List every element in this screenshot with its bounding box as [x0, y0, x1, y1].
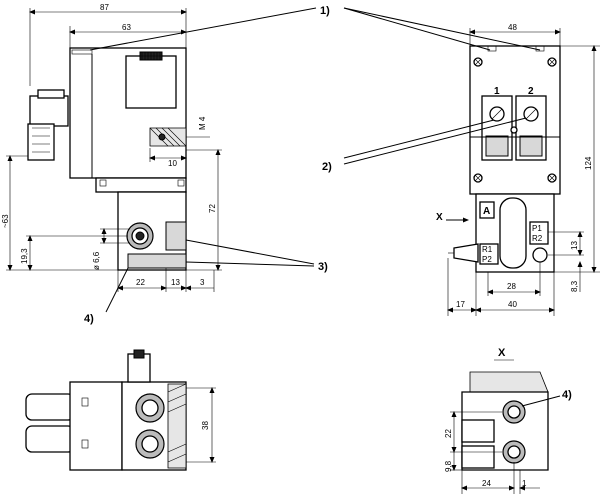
- port-p2-label: P2: [482, 255, 492, 264]
- dim-28: 28: [507, 282, 516, 291]
- dim-17: 17: [456, 300, 465, 309]
- leader-4-front: [105, 267, 129, 313]
- port-r2-label: R2: [532, 234, 543, 243]
- dim-neg63: ~63: [1, 214, 10, 228]
- detail-x-title: X: [498, 347, 506, 359]
- dim-124: 124: [584, 156, 593, 170]
- callout-3: 3): [318, 261, 328, 273]
- leader-3-b: [185, 261, 315, 267]
- dim-9-8: 9,8: [444, 460, 453, 472]
- dim-3: 3: [200, 278, 205, 287]
- side-view: 1 2 A P1 R2 R1 P2 X 48 124 13: [436, 23, 600, 316]
- callouts: 1) 2) 3): [89, 5, 541, 273]
- callout-4-detail: 4): [562, 389, 572, 401]
- dim-m4: M 4: [198, 116, 207, 130]
- dim-40: 40: [508, 300, 517, 309]
- dim-10: 10: [168, 159, 177, 168]
- dim-48: 48: [508, 23, 517, 32]
- connector-plug: [29, 95, 69, 127]
- leader-2-a: [343, 119, 495, 159]
- dim-13: 13: [171, 278, 180, 287]
- leader-1-a: [89, 7, 317, 51]
- dim-8-3: 8,3: [570, 280, 579, 292]
- terminal-2-label: 2: [528, 86, 534, 97]
- dim-13-side: 13: [570, 241, 579, 250]
- terminal-1-label: 1: [494, 86, 500, 97]
- dim-24: 24: [482, 479, 491, 488]
- leader-2-b: [343, 117, 527, 165]
- callout-4-front: 4): [84, 313, 94, 325]
- callout-2: 2): [322, 161, 332, 173]
- dim-38: 38: [201, 421, 210, 430]
- front-view: 87 63 M 4 10 72 ~63 19,3 ø 6,6: [1, 3, 222, 292]
- detail-x-view: X 4) 22 9,8 24 1: [444, 347, 572, 494]
- port-r1-label: R1: [482, 245, 493, 254]
- dim-19-3: 19,3: [20, 248, 29, 264]
- dim-63: 63: [122, 23, 131, 32]
- solenoid-cap: [125, 55, 177, 109]
- dim-22: 22: [136, 278, 145, 287]
- dim-87: 87: [100, 3, 109, 12]
- plan-view: 38: [25, 349, 216, 471]
- dim-22-detail: 22: [444, 429, 453, 438]
- callout-1: 1): [320, 5, 330, 17]
- dim-72: 72: [208, 204, 217, 213]
- dim-phi6-6: ø 6,6: [92, 251, 101, 270]
- leader-3-a: [185, 239, 315, 265]
- port-p1-label: P1: [532, 224, 542, 233]
- dim-1: 1: [522, 479, 527, 488]
- leader-1-c: [343, 7, 541, 51]
- view-x-label: X: [436, 212, 443, 223]
- port-a-label: A: [483, 206, 490, 217]
- leader-4-detail: [521, 395, 561, 407]
- leader-1-b: [343, 7, 491, 51]
